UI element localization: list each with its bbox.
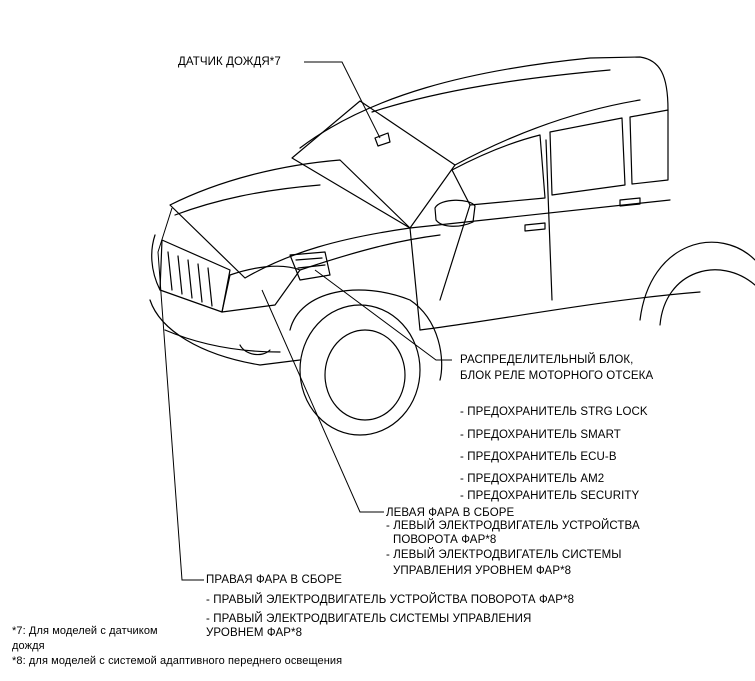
relay-block [289, 251, 331, 281]
footnote-8: *8: для моделей с системой адаптивного п… [12, 655, 343, 667]
front-bumper [149, 299, 301, 366]
rain-sensor-leader [304, 61, 381, 139]
fuse-strg-lock: - ПРЕДОХРАНИТЕЛЬ STRG LOCK [460, 406, 648, 418]
hood-outline [169, 159, 411, 279]
left-headlamp [221, 265, 301, 313]
left-headlamp-item1-line2: ПОВОРОТА ФАР*8 [393, 534, 497, 546]
side-mirror [434, 199, 476, 227]
front-door-window [451, 134, 546, 206]
right-headlamp-leader [157, 207, 204, 581]
rain-sensor [374, 132, 391, 147]
right-headlamp-item1: - ПРАВЫЙ ЭЛЕКТРОДВИГАТЕЛЬ УСТРОЙСТВА ПОВ… [206, 594, 575, 606]
fuse-smart: - ПРЕДОХРАНИТЕЛЬ SMART [460, 429, 621, 441]
right-headlamp-title: ПРАВАЯ ФАРА В СБОРЕ [206, 574, 342, 586]
right-headlamp-item2-line1: - ПРАВЫЙ ЭЛЕКТРОДВИГАТЕЛЬ СИСТЕМЫ УПРАВЛ… [206, 613, 532, 625]
footnote-7-line2: дождя [12, 640, 45, 652]
relay-block-label-line2: БЛОК РЕЛЕ МОТОРНОГО ОТСЕКА [460, 370, 654, 382]
relay-block-leader [314, 269, 452, 361]
right-headlamp [151, 234, 161, 291]
front-wheel-arch [289, 289, 443, 381]
fuse-security: - ПРЕДОХРАНИТЕЛЬ SECURITY [460, 490, 640, 502]
rear-wheel [659, 269, 755, 326]
relay-block-label-line1: РАСПРЕДЕЛИТЕЛЬНЫЙ БЛОК, [460, 354, 634, 366]
rain-sensor-label: ДАТЧИК ДОЖДЯ*7 [178, 56, 281, 68]
left-headlamp-item1-line1: - ЛЕВЫЙ ЭЛЕКТРОДВИГАТЕЛЬ УСТРОЙСТВА [386, 520, 640, 532]
fuse-ecu-b: - ПРЕДОХРАНИТЕЛЬ ECU-B [460, 451, 617, 463]
left-headlamp-item2-line1: - ЛЕВЫЙ ЭЛЕКТРОДВИГАТЕЛЬ СИСТЕМЫ [386, 549, 622, 561]
front-wheel [299, 304, 421, 436]
roof-outline [299, 56, 669, 149]
rear-door-window [549, 117, 626, 196]
left-headlamp-title: ЛЕВАЯ ФАРА В СБОРЕ [386, 507, 515, 519]
left-headlamp-item2-line2: УПРАВЛЕНИЯ УРОВНЕМ ФАР*8 [393, 565, 572, 577]
left-headlamp-leader [261, 289, 384, 513]
windshield-outline [291, 100, 456, 229]
footnote-7-line1: *7: Для моделей с датчиком [12, 625, 158, 637]
right-headlamp-item2-line2: УРОВНЕМ ФАР*8 [206, 627, 303, 639]
fuse-am2: - ПРЕДОХРАНИТЕЛЬ AM2 [460, 473, 605, 485]
